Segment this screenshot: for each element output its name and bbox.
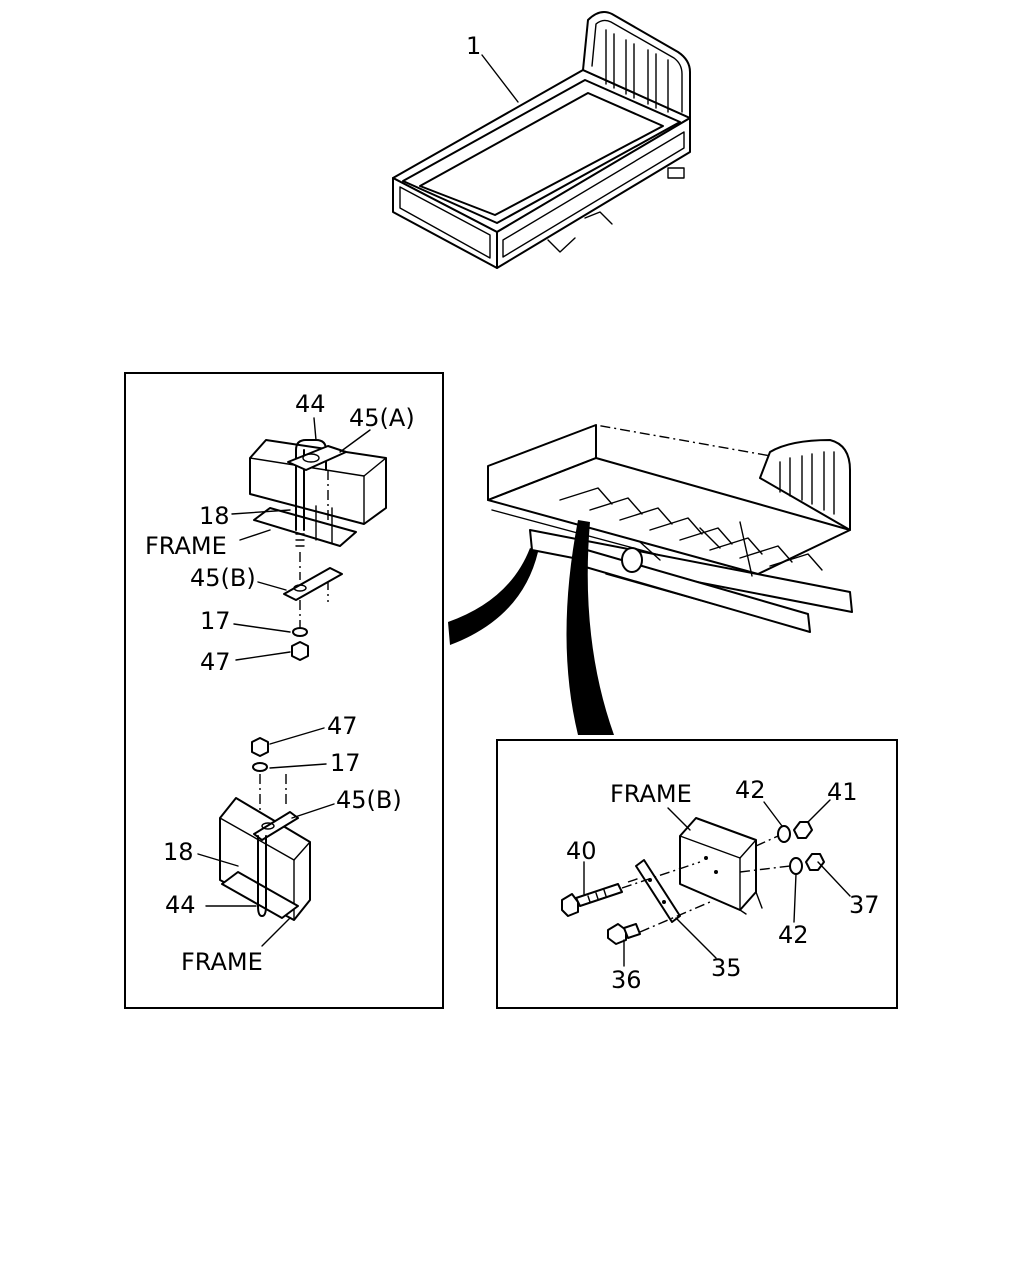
callout-17-upper: 17 — [200, 607, 231, 635]
callout-35: 35 — [711, 954, 742, 982]
frame-label-right: FRAME — [610, 780, 692, 808]
callout-36: 36 — [611, 966, 642, 994]
callout-1: 1 — [466, 32, 481, 60]
callout-41: 41 — [827, 778, 858, 806]
chassis-underside-illustration — [448, 424, 853, 735]
callout-45b-lower: 45(B) — [336, 786, 402, 814]
callout-42-bottom: 42 — [778, 921, 809, 949]
callout-47-upper: 47 — [200, 648, 231, 676]
right-detail-panel — [496, 739, 898, 1009]
callout-44-lower: 44 — [165, 891, 196, 919]
callout-45b-upper: 45(B) — [190, 564, 256, 592]
upper-u-bolt-assembly: 44 45(A) 18 FRAME 45(B) 17 47 — [145, 390, 415, 676]
callout-18-lower: 18 — [163, 838, 194, 866]
lower-u-bolt-assembly: 47 17 45(B) 18 44 FRAME — [163, 712, 402, 976]
callout-45a: 45(A) — [349, 404, 415, 432]
frame-label-lower: FRAME — [181, 948, 263, 976]
callout-40: 40 — [566, 837, 597, 865]
left-detail-panel — [124, 372, 444, 1009]
frame-label-upper: FRAME — [145, 532, 227, 560]
callout-17-lower: 17 — [330, 749, 361, 777]
callout-37: 37 — [849, 891, 880, 919]
callout-47-lower: 47 — [327, 712, 358, 740]
callout-18-upper: 18 — [199, 502, 230, 530]
callout-44-upper: 44 — [295, 390, 326, 418]
flatbed-body-illustration: 1 — [392, 11, 691, 269]
callout-42-top: 42 — [735, 776, 766, 804]
bracket-mount-assembly: FRAME 42 41 40 37 42 35 36 — [561, 776, 880, 994]
